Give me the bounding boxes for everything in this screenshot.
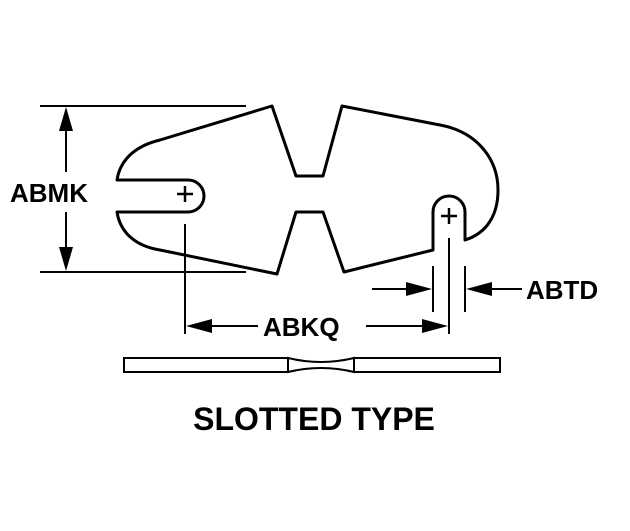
slot-arrow-right: [466, 282, 492, 296]
center-arrow-left: [186, 319, 212, 333]
center-distance-label: ABKQ: [263, 312, 340, 342]
hole-center-mark-right: [441, 208, 457, 224]
center-arrow-right: [422, 319, 448, 333]
hole-center-mark-left: [177, 186, 193, 202]
slot-width-label: ABTD: [526, 275, 598, 305]
side-view-left-segment: [123, 357, 289, 373]
side-view-right-segment: [353, 357, 501, 373]
height-label: ABMK: [10, 178, 88, 208]
slot-arrow-left: [406, 282, 432, 296]
height-arrow-down: [59, 247, 73, 271]
height-arrow-up: [59, 107, 73, 131]
side-view-neck: [287, 356, 355, 374]
part-outline: [115, 104, 500, 276]
diagram-caption: SLOTTED TYPE: [193, 401, 435, 437]
